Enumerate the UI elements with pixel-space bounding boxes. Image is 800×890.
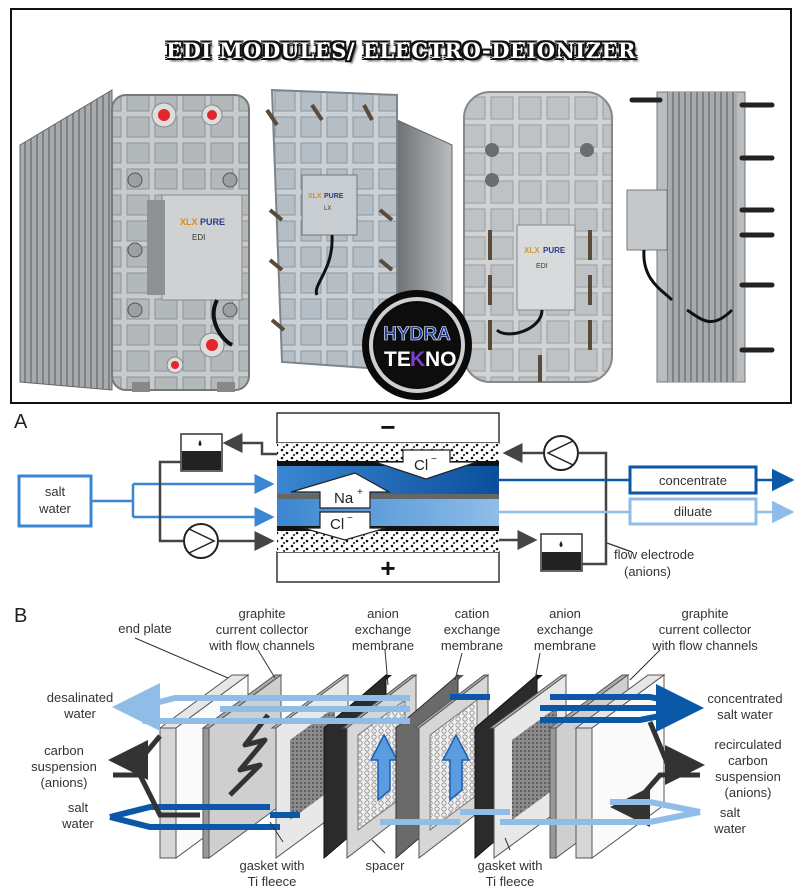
- label-end-plate: end plate: [118, 621, 172, 636]
- recirculated-carbon-flow: [610, 721, 705, 827]
- na-ion-arrow: [290, 472, 392, 509]
- label-gasket-right-2: Ti fleece: [486, 874, 535, 889]
- concentrate-label: concentrate: [659, 473, 727, 488]
- label-desalinated-1: desalinated: [47, 690, 114, 705]
- label-gasket-left-2: Ti fleece: [248, 874, 297, 889]
- module-1-brand-a: XLX: [180, 217, 198, 227]
- diluate-label: diluate: [674, 504, 712, 519]
- label-recirculated-4: (anions): [725, 785, 772, 800]
- module-1-brand-b: PURE: [200, 217, 225, 227]
- flow-arrow-up-left: [369, 733, 399, 802]
- label-gasket-left-1: gasket with: [239, 858, 304, 873]
- desalinated-water-flow: [112, 683, 410, 731]
- label-desalinated-2: water: [63, 706, 96, 721]
- flow-electrode-label-line1: flow electrode: [614, 547, 694, 562]
- label-salt-water-left-2: water: [61, 816, 94, 831]
- logo-text-te: TE: [384, 348, 411, 371]
- salt-water-input-flow-right: [380, 799, 701, 825]
- label-cation-membrane-2: exchange: [444, 622, 500, 637]
- label-cation-membrane-3: membrane: [441, 638, 503, 653]
- label-anion-membrane-2-2: exchange: [537, 622, 593, 637]
- module-3-model: EDI: [536, 263, 548, 270]
- panel-label-b: B: [14, 605, 27, 627]
- flow-electrode-label-line2: (anions): [624, 564, 671, 579]
- label-graphite-right-3: with flow channels: [651, 638, 758, 653]
- bottom-slurry-channel: [277, 531, 499, 552]
- cl-ion-charge-top: −: [431, 454, 437, 465]
- label-carbon-suspension-3: (anions): [41, 775, 88, 790]
- label-salt-water-right-1: salt: [720, 805, 741, 820]
- na-ion-charge: +: [357, 487, 363, 498]
- label-carbon-suspension-2: suspension: [31, 759, 97, 774]
- carbon-suspension-flow-left: [108, 734, 200, 818]
- concentrate-box: [628, 465, 758, 495]
- droplet-icon: [559, 541, 563, 547]
- label-anion-membrane-1-1: anion: [367, 606, 399, 621]
- module-2-brand-a: XLX: [308, 193, 322, 200]
- label-graphite-left-3: with flow channels: [208, 638, 315, 653]
- hydra-tekno-logo: HYDRA TE K NO: [362, 290, 472, 400]
- label-anion-membrane-1-3: membrane: [352, 638, 414, 653]
- flow-arrow-up-right: [441, 733, 471, 802]
- cl-ion-arrow-bottom: [302, 511, 387, 541]
- label-gasket-right-1: gasket with: [477, 858, 542, 873]
- label-spacer: spacer: [365, 858, 405, 873]
- plus-sign: +: [380, 553, 395, 583]
- label-cation-membrane-1: cation: [455, 606, 490, 621]
- label-anion-membrane-2-3: membrane: [534, 638, 596, 653]
- cl-ion-label-bottom: Cl: [330, 516, 344, 533]
- label-anion-membrane-1-2: exchange: [355, 622, 411, 637]
- diagram-a-flow-electrode-cell: A − + Na + Cl − Cl − salt water flow ele…: [14, 411, 795, 583]
- diluate-box: [628, 497, 758, 526]
- logo-text-k: K: [410, 348, 425, 371]
- label-concentrated-2: salt water: [717, 707, 773, 722]
- minus-sign: −: [380, 412, 395, 442]
- label-recirculated-2: carbon: [728, 753, 768, 768]
- salt-water-label-line1: salt: [45, 484, 66, 499]
- label-graphite-left-2: current collector: [216, 622, 309, 637]
- module-2-model: LX: [324, 206, 331, 212]
- module-3-brand-b: PURE: [543, 246, 566, 255]
- module-3-brand-a: XLX: [524, 246, 540, 255]
- banner-title: EDI MODULES/ ELECTRO-DEIONIZER: [166, 38, 636, 63]
- label-salt-water-right-2: water: [713, 821, 746, 836]
- label-recirculated-3: suspension: [715, 769, 781, 784]
- label-salt-water-left-1: salt: [68, 800, 89, 815]
- product-photo-panel: XLX PURE EDI XLX PURE LX: [10, 8, 792, 404]
- top-slurry-channel: [277, 443, 499, 461]
- salt-water-label-line2: water: [38, 501, 71, 516]
- panel-label-a: A: [14, 411, 28, 433]
- na-ion-label: Na: [334, 490, 354, 507]
- label-graphite-left-1: graphite: [239, 606, 286, 621]
- cl-ion-charge-bottom: −: [347, 513, 353, 524]
- label-graphite-right-2: current collector: [659, 622, 752, 637]
- negative-electrode: [276, 412, 500, 444]
- module-2-brand-b: PURE: [324, 193, 344, 200]
- logo-text-hydra: HYDRA: [383, 324, 451, 345]
- diluate-channel: [277, 499, 499, 526]
- edi-module-3: XLX PURE EDI: [463, 91, 613, 383]
- cl-ion-label-top: Cl: [414, 457, 428, 474]
- droplet-icon: [198, 440, 202, 446]
- edi-modules-illustration: XLX PURE EDI XLX PURE LX: [19, 88, 775, 400]
- cl-ion-arrow-top: [374, 449, 478, 480]
- label-graphite-right-1: graphite: [682, 606, 729, 621]
- edi-module-4: [626, 91, 775, 383]
- logo-text-no: NO: [425, 348, 457, 371]
- edi-module-1: XLX PURE EDI: [19, 89, 250, 392]
- salt-water-input-flow-left: [109, 804, 300, 830]
- concentrated-salt-water-flow: [450, 684, 704, 732]
- label-recirculated-1: recirculated: [714, 737, 781, 752]
- module-1-model: EDI: [192, 233, 205, 242]
- label-anion-membrane-2-1: anion: [549, 606, 581, 621]
- label-concentrated-1: concentrated: [707, 691, 782, 706]
- diagram-b-exploded-stack: B: [14, 605, 783, 889]
- label-carbon-suspension-1: carbon: [44, 743, 84, 758]
